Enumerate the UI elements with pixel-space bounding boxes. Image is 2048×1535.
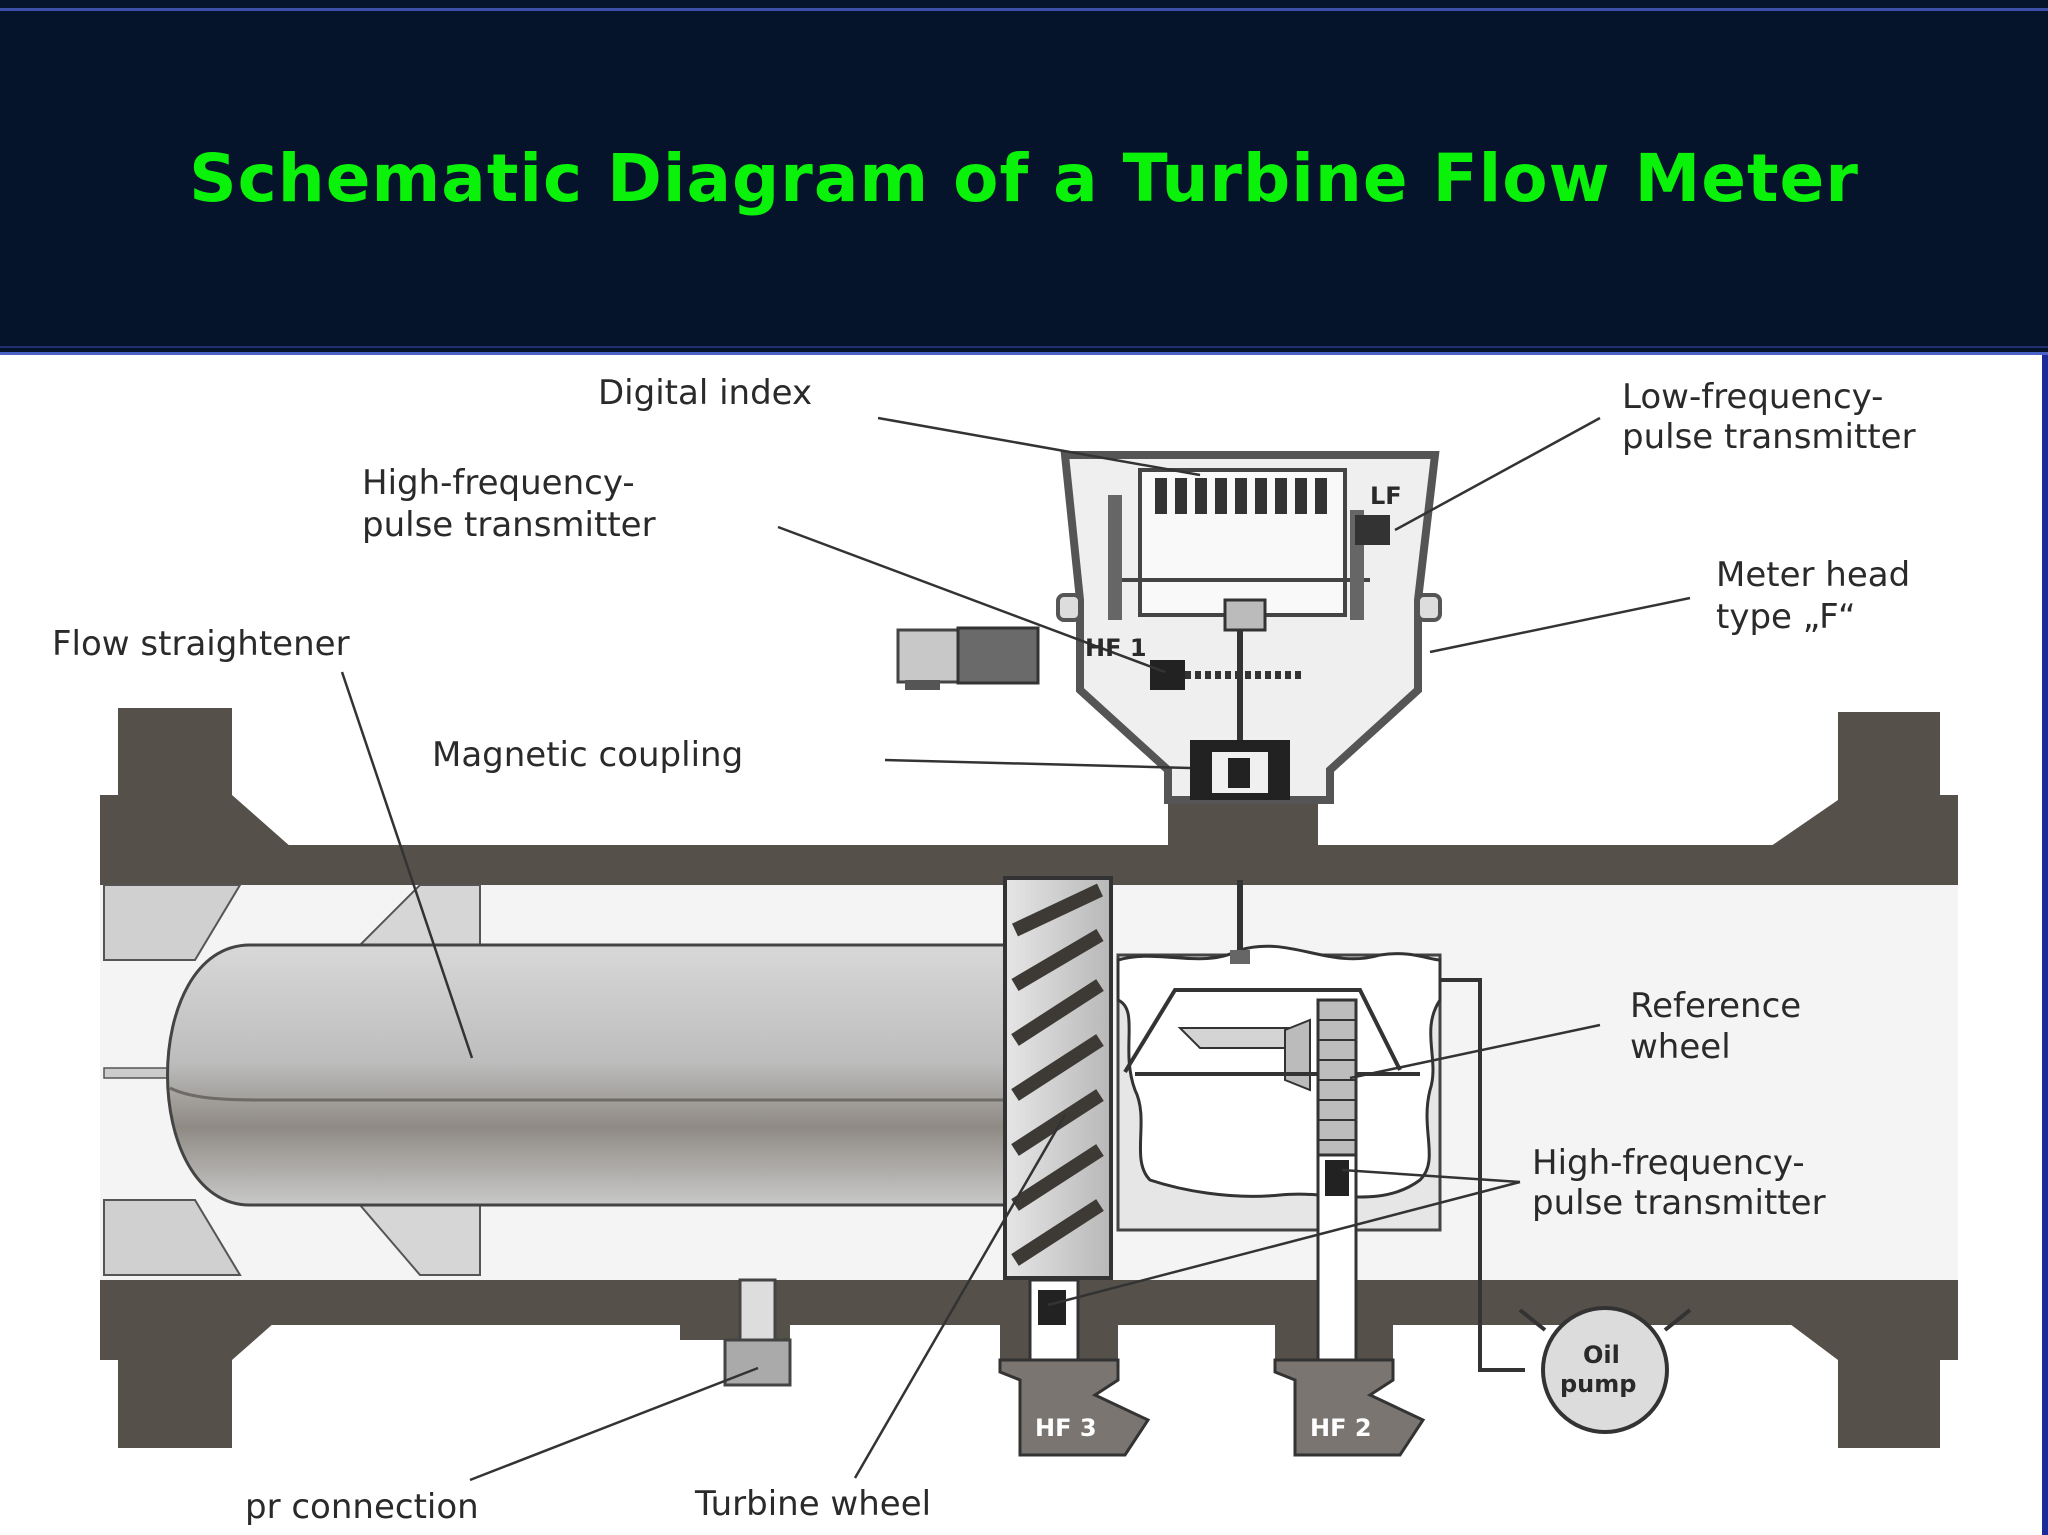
title-banner: Schematic Diagram of a Turbine Flow Mete… bbox=[0, 0, 2048, 355]
label-hf2: HF 2 bbox=[1310, 1414, 1372, 1442]
label-low-frequency-line2: pulse transmitter bbox=[1622, 417, 1916, 457]
banner-bottom-rule bbox=[0, 346, 2048, 348]
label-meter-head-line2: type „F“ bbox=[1716, 597, 1856, 637]
label-flow-straightener: Flow straightener bbox=[52, 624, 350, 664]
label-pr-connection: pr connection bbox=[245, 1487, 479, 1527]
label-meter-head-line1: Meter head bbox=[1716, 555, 1910, 595]
label-lf: LF bbox=[1370, 482, 1402, 510]
meter-head bbox=[896, 451, 1442, 804]
right-edge-bar bbox=[2042, 355, 2048, 1535]
label-turbine-wheel: Turbine wheel bbox=[694, 1484, 931, 1524]
label-magnetic-coupling: Magnetic coupling bbox=[432, 735, 743, 775]
label-hf1: HF 1 bbox=[1085, 634, 1147, 662]
label-hf-bottom-line1: High-frequency- bbox=[1532, 1143, 1805, 1183]
turbine-wheel bbox=[1003, 876, 1113, 1280]
label-hf-top-line1: High-frequency- bbox=[362, 463, 635, 503]
label-oil-pump-line2: pump bbox=[1560, 1370, 1636, 1398]
label-hf-top-line2: pulse transmitter bbox=[362, 505, 656, 545]
label-hf-bottom-line2: pulse transmitter bbox=[1532, 1183, 1826, 1223]
label-oil-pump-line1: Oil bbox=[1583, 1341, 1620, 1369]
label-reference-wheel-line2: wheel bbox=[1630, 1027, 1731, 1067]
bottom-fittings bbox=[723, 1278, 1692, 1457]
label-reference-wheel-line1: Reference bbox=[1630, 986, 1801, 1026]
gear-chamber bbox=[1116, 880, 1525, 1372]
leader-lines bbox=[340, 416, 1691, 1482]
banner-top-rule bbox=[0, 8, 2048, 11]
label-digital-index: Digital index bbox=[598, 373, 812, 413]
flow-straightener bbox=[103, 884, 1112, 1276]
label-hf3: HF 3 bbox=[1035, 1414, 1097, 1442]
slide-title: Schematic Diagram of a Turbine Flow Mete… bbox=[189, 140, 1859, 217]
label-low-frequency-line1: Low-frequency- bbox=[1622, 377, 1883, 417]
